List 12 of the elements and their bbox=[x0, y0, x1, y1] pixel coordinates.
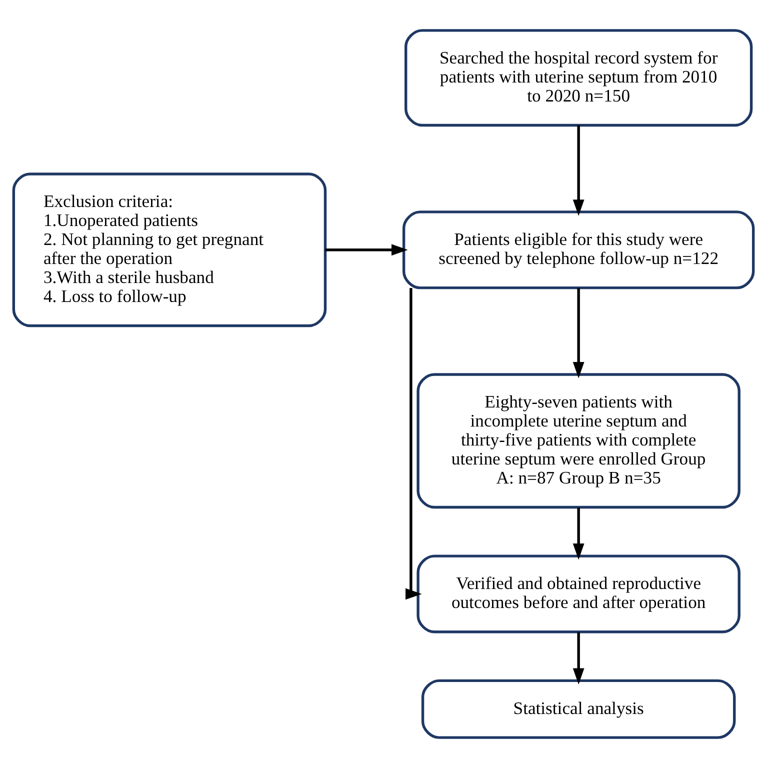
node-box: Patients eligible for this study were screened by telephone follow-up n=122 bbox=[402, 210, 755, 289]
arrow bbox=[572, 288, 584, 378]
node-box: Searched the hospital record system for patients with uterine septum from 2010 to 2020 n=150 bbox=[404, 28, 753, 126]
node-box: Eighty-seven patients with incomplete uterine septum and thirty-five patients with complete uterine septum were enrolled Group A: n=87 Group B n=35 bbox=[416, 372, 740, 508]
arrow bbox=[406, 288, 422, 600]
node-box: Exclusion criteria: 1.Unoperated patients 2. Not planning to get pregnant after the operation 3.With a sterile husband 4. Loss to follow-up bbox=[12, 172, 327, 327]
arrow bbox=[572, 124, 584, 216]
node-box: Verified and obtained reproductive outcomes before and after operation bbox=[416, 554, 740, 633]
arrow bbox=[572, 507, 584, 560]
arrow bbox=[572, 632, 584, 684]
arrow bbox=[325, 244, 408, 256]
node-box: Statistical analysis bbox=[421, 678, 736, 738]
